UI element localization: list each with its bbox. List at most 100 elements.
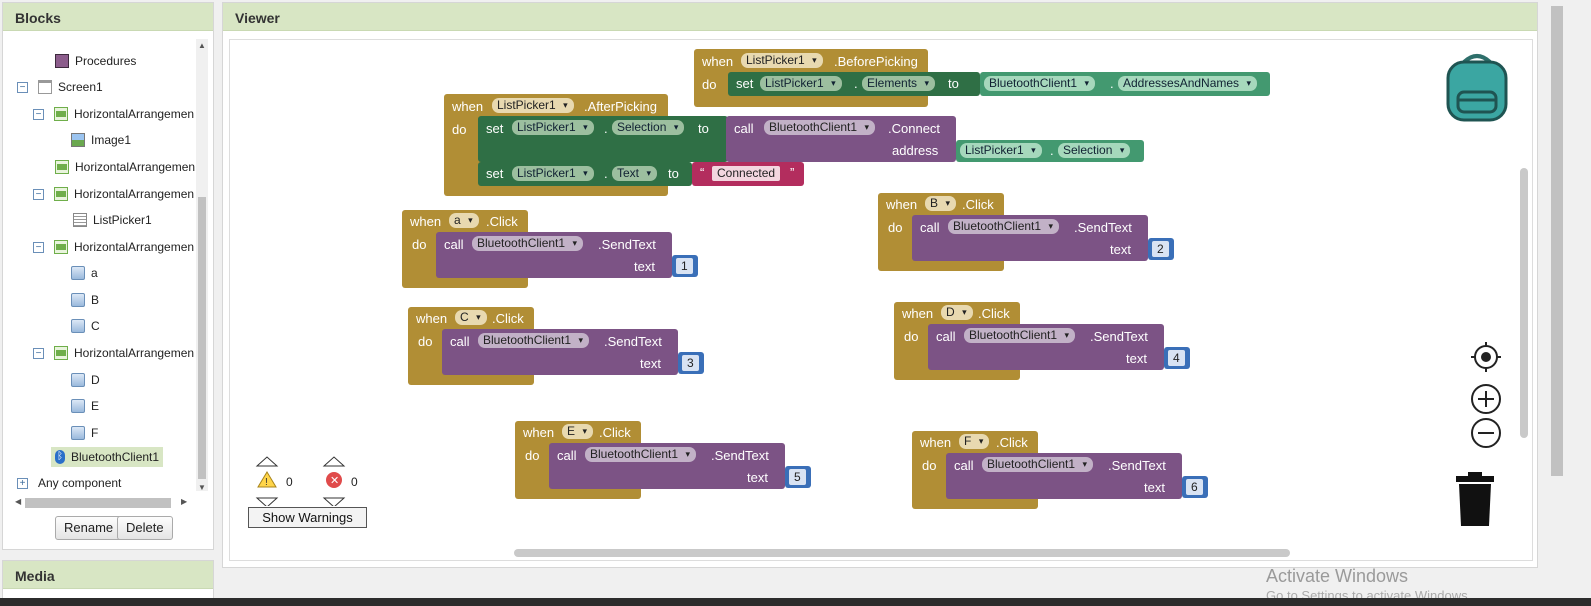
number-value[interactable]: 3	[682, 355, 699, 371]
scroll-left-icon[interactable]: ◀	[15, 497, 22, 506]
number-block[interactable]: 5	[785, 466, 811, 488]
scrollbar-thumb[interactable]	[25, 498, 171, 508]
button-dropdown[interactable]: a	[449, 213, 479, 228]
collapse-icon[interactable]: −	[33, 347, 44, 359]
component-dropdown[interactable]: BluetoothClient1	[984, 76, 1096, 91]
property-dropdown[interactable]: Selection	[1058, 143, 1131, 158]
getter-block[interactable]: ListPicker1 . Selection	[956, 140, 1144, 162]
show-warnings-button[interactable]: Show Warnings	[248, 507, 367, 528]
text-value[interactable]: Connected	[712, 166, 781, 181]
number-block[interactable]: 4	[1164, 347, 1190, 369]
component-dropdown[interactable]: BluetoothClient1	[948, 219, 1060, 234]
component-dropdown[interactable]: BluetoothClient1	[764, 120, 876, 135]
tree-item-bluetoothclient1[interactable]: ᛒ BluetoothClient1	[51, 447, 164, 467]
collapse-icon[interactable]: −	[33, 188, 44, 200]
number-value[interactable]: 2	[1152, 241, 1169, 257]
tree-item-harr2[interactable]: HorizontalArrangemen	[55, 157, 195, 177]
tree-item-procedures[interactable]: Procedures	[55, 51, 136, 71]
warning-navigation[interactable]: ! ✕	[254, 456, 374, 508]
media-panel-title[interactable]: Media	[3, 561, 213, 589]
workspace-horizontal-scrollbar[interactable]	[514, 549, 1290, 557]
zoom-in-icon[interactable]	[1469, 382, 1503, 416]
button-dropdown[interactable]: C	[455, 310, 487, 325]
button-dropdown[interactable]: D	[941, 305, 973, 320]
component-dropdown[interactable]: BluetoothClient1	[478, 333, 590, 348]
component-dropdown[interactable]: ListPicker1	[512, 120, 594, 135]
blocks-workspace[interactable]: when ListPicker1 .BeforePicking do set L…	[229, 39, 1533, 561]
component-dropdown[interactable]: BluetoothClient1	[585, 447, 697, 462]
backpack-icon[interactable]	[1442, 52, 1512, 124]
tree-item-any-component[interactable]: + Any component	[17, 473, 121, 493]
tree-item-harr3[interactable]: − HorizontalArrangemen	[33, 184, 194, 204]
component-dropdown[interactable]: BluetoothClient1	[472, 236, 584, 251]
text-label: text	[1126, 351, 1147, 366]
button-dropdown[interactable]: F	[959, 434, 990, 449]
tree-item-image1[interactable]: Image1	[71, 130, 131, 150]
component-dropdown[interactable]: ListPicker1	[512, 166, 594, 181]
rename-button[interactable]: Rename	[55, 516, 123, 540]
zoom-out-icon[interactable]	[1469, 416, 1503, 450]
component-dropdown[interactable]: BluetoothClient1	[982, 457, 1094, 472]
component-dropdown[interactable]: ListPicker1	[492, 98, 574, 113]
scroll-right-icon[interactable]: ▶	[181, 497, 188, 506]
tree-horizontal-scrollbar[interactable]: ◀ ▶	[13, 495, 191, 509]
tree-item-button-a[interactable]: a	[71, 263, 98, 283]
warnings-count: 0	[286, 475, 293, 489]
button-dropdown[interactable]: E	[562, 424, 594, 439]
tree-vertical-scrollbar[interactable]: ▲ ▼	[196, 39, 208, 492]
tree-item-harr1[interactable]: − HorizontalArrangemen	[33, 104, 194, 124]
setter-block[interactable]: set ListPicker1 . Elements to	[728, 72, 980, 96]
scroll-down-icon[interactable]: ▼	[198, 483, 206, 492]
number-block[interactable]: 3	[678, 352, 704, 374]
number-block[interactable]: 2	[1148, 238, 1174, 260]
tree-item-harr5[interactable]: − HorizontalArrangemen	[33, 343, 194, 363]
button-dropdown[interactable]: B	[925, 196, 957, 211]
tree-item-button-e[interactable]: E	[71, 396, 99, 416]
number-block[interactable]: 6	[1182, 476, 1208, 498]
collapse-icon[interactable]: −	[33, 241, 44, 253]
tree-item-listpicker1[interactable]: ListPicker1	[73, 210, 152, 230]
property-dropdown[interactable]: Selection	[612, 120, 685, 135]
tree-item-button-d[interactable]: D	[71, 370, 100, 390]
getter-block[interactable]: BluetoothClient1 . AddressesAndNames	[980, 72, 1270, 96]
number-value[interactable]: 5	[789, 469, 806, 485]
expand-icon[interactable]: +	[17, 477, 28, 489]
tree-item-screen1[interactable]: − Screen1	[17, 77, 103, 97]
number-block[interactable]: 1	[672, 255, 698, 277]
crosshair-icon[interactable]	[1469, 340, 1503, 374]
text-block[interactable]: “ Connected ”	[692, 162, 804, 186]
component-dropdown[interactable]: ListPicker1	[960, 143, 1042, 158]
scrollbar-thumb[interactable]	[198, 197, 206, 479]
number-value[interactable]: 4	[1168, 350, 1185, 366]
property-dropdown[interactable]: AddressesAndNames	[1118, 76, 1258, 91]
scroll-up-icon[interactable]: ▲	[198, 41, 206, 50]
page-vertical-scrollbar[interactable]	[1551, 6, 1563, 476]
workspace-vertical-scrollbar[interactable]	[1520, 168, 1528, 438]
component-dropdown[interactable]: BluetoothClient1	[964, 328, 1076, 343]
tree-item-button-c[interactable]: C	[71, 316, 100, 336]
property-dropdown[interactable]: Elements	[862, 76, 936, 91]
setter-block[interactable]: set ListPicker1 . Text to	[478, 162, 692, 186]
tree-item-harr4[interactable]: − HorizontalArrangemen	[33, 237, 194, 257]
collapse-icon[interactable]: −	[17, 81, 28, 93]
call-connect-block[interactable]: call BluetoothClient1 .Connect address	[726, 116, 956, 162]
property-dropdown[interactable]: Text	[612, 166, 658, 181]
activate-windows-watermark: Activate Windows	[1266, 566, 1409, 586]
number-value[interactable]: 6	[1186, 479, 1203, 495]
number-value[interactable]: 1	[676, 258, 693, 274]
do-label: do	[412, 237, 427, 252]
tree-item-button-b[interactable]: B	[71, 290, 99, 310]
tree-item-button-f[interactable]: F	[71, 423, 98, 443]
component-dropdown[interactable]: ListPicker1	[760, 76, 842, 91]
trash-icon[interactable]	[1452, 472, 1498, 528]
collapse-icon[interactable]: −	[33, 108, 44, 120]
delete-button[interactable]: Delete	[117, 516, 173, 540]
component-dropdown[interactable]: ListPicker1	[741, 53, 823, 68]
setter-block[interactable]: set ListPicker1 . Selection to	[478, 116, 728, 162]
